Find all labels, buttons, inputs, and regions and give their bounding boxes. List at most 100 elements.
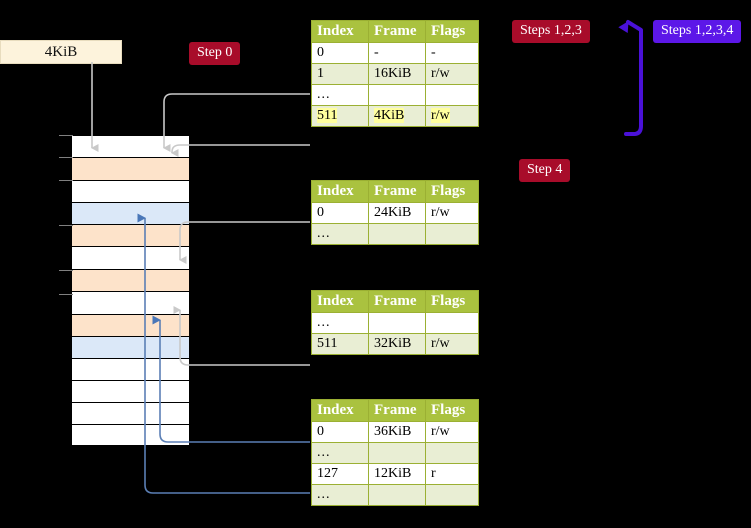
table-row: ...: [311, 484, 479, 506]
step-0-badge: Step 0: [189, 42, 241, 65]
memory-block: [71, 224, 190, 246]
steps-1234-arrow: [618, 20, 643, 136]
table-cell: r/w: [425, 333, 479, 355]
connector-table1-to-memory: [179, 221, 310, 264]
table-cell: ...: [311, 223, 369, 245]
memory-tick: [59, 180, 73, 181]
table-cell: r/w: [425, 421, 479, 443]
column-header-frame: Frame: [368, 180, 426, 203]
table-row: ...: [311, 223, 479, 245]
table-cell: r/w: [425, 105, 479, 127]
memory-block: [71, 202, 190, 224]
column-header-frame: Frame: [368, 290, 426, 313]
table-cell: 16KiB: [368, 63, 426, 85]
column-header-index: Index: [311, 399, 369, 422]
table-cell: 4KiB: [368, 105, 426, 127]
table-cell: [425, 223, 479, 245]
column-header-index: Index: [311, 20, 369, 43]
table-cell: 0: [311, 421, 369, 443]
table-cell: r/w: [425, 63, 479, 85]
memory-block: [71, 180, 190, 202]
ellipsis: ...: [317, 487, 331, 502]
memory-tick: [59, 225, 73, 226]
table-cell: 511: [311, 105, 369, 127]
steps-1234-badge: Steps 1,2,3,4: [653, 20, 742, 43]
table-cell: [425, 484, 479, 506]
ellipsis: ...: [317, 226, 331, 241]
ellipsis: ...: [317, 315, 331, 330]
table-cell: [368, 223, 426, 245]
table-cell: 32KiB: [368, 333, 426, 355]
steps-123-badge: Steps 1,2,3: [512, 20, 590, 43]
memory-block: [71, 380, 190, 402]
table-cell: [425, 312, 479, 334]
table-cell: 36KiB: [368, 421, 426, 443]
table-cell: 1: [311, 63, 369, 85]
table-cell: 127: [311, 463, 369, 485]
memory-block: [71, 402, 190, 424]
memory-block: [71, 135, 190, 157]
table-cell: ...: [311, 442, 369, 464]
column-header-index: Index: [311, 290, 369, 313]
column-header-flags: Flags: [425, 399, 479, 422]
column-header-index: Index: [311, 180, 369, 203]
column-header-frame: Frame: [368, 20, 426, 43]
memory-block: [71, 246, 190, 269]
table-row: ...: [311, 84, 479, 106]
table-cell: 12KiB: [368, 463, 426, 485]
memory-block: [71, 269, 190, 291]
table-cell: -: [425, 42, 479, 64]
memory-tick: [59, 270, 73, 271]
table-cell: -: [368, 42, 426, 64]
physical-memory-blocks: [71, 135, 190, 446]
table-cell: 24KiB: [368, 202, 426, 224]
table-cell: ...: [311, 484, 369, 506]
column-header-flags: Flags: [425, 20, 479, 43]
column-header-frame: Frame: [368, 399, 426, 422]
size-label-4kib: 4KiB: [0, 40, 122, 64]
table-cell: [368, 84, 426, 106]
table-row: ...: [311, 312, 479, 334]
column-header-flags: Flags: [425, 180, 479, 203]
table-cell: ...: [311, 312, 369, 334]
table-cell: [368, 312, 426, 334]
table-cell: r/w: [425, 202, 479, 224]
table-cell: [425, 442, 479, 464]
memory-tick: [59, 294, 73, 295]
table-cell: ...: [311, 84, 369, 106]
table-cell: 511: [311, 333, 369, 355]
connector-table2-to-memory: [173, 306, 310, 366]
ellipsis: ...: [317, 445, 331, 460]
memory-block: [71, 358, 190, 380]
table-cell: 0: [311, 202, 369, 224]
table-row: 0--: [311, 42, 479, 64]
table-row: ...: [311, 442, 479, 464]
table-cell: r: [425, 463, 479, 485]
table-cell: [368, 442, 426, 464]
table-cell: [425, 84, 479, 106]
step-4-badge: Step 4: [519, 159, 571, 182]
table-cell: 0: [311, 42, 369, 64]
memory-block: [71, 336, 190, 358]
column-header-flags: Flags: [425, 290, 479, 313]
memory-tick: [59, 157, 73, 158]
table-cell: [368, 484, 426, 506]
connector-table0-511-to-memory: [171, 144, 310, 157]
memory-block: [71, 157, 190, 180]
highlighted-value: r/w: [431, 108, 450, 123]
